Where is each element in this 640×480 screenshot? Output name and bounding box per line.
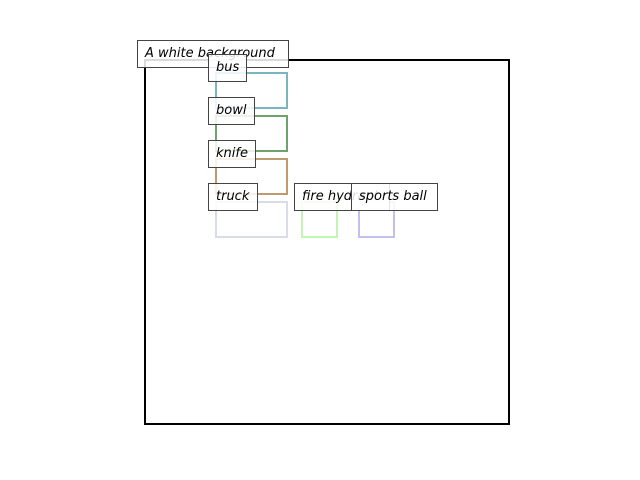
bowl-label: bowl: [208, 97, 255, 125]
truck-label: truck: [208, 183, 258, 211]
bus-label: bus: [208, 54, 247, 82]
sports-ball-label: sports ball: [351, 183, 438, 211]
image-frame: [144, 59, 510, 425]
knife-label: knife: [208, 140, 256, 168]
